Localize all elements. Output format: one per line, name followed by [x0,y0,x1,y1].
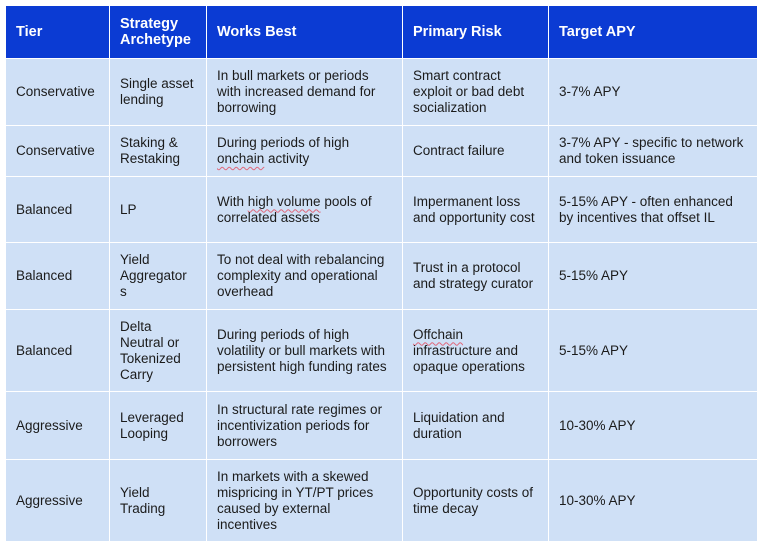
works-best-cell: During periods of high onchain activity [206,125,403,177]
archetype-cell: Yield Trading [109,459,207,542]
table-row: Balanced LP With high volume pools of co… [5,176,758,243]
works-best-text: During periods of high [217,135,350,150]
risk-cell: Impermanent loss and opportunity cost [402,176,549,243]
header-primary-risk: Primary Risk [402,5,549,59]
works-best-cell: In structural rate regimes or incentiviz… [206,391,403,460]
tier-cell: Conservative [5,58,110,126]
header-row: Tier Strategy Archetype Works Best Prima… [5,5,758,59]
apy-cell: 5-15% APY - often enhanced by incentives… [548,176,758,243]
apy-cell: 3-7% APY - specific to network and token… [548,125,758,177]
tier-cell: Aggressive [5,459,110,542]
works-best-cell: With high volume pools of correlated ass… [206,176,403,243]
works-best-cell: To not deal with rebalancing complexity … [206,242,403,310]
header-target-apy: Target APY [548,5,758,59]
tier-cell: Balanced [5,242,110,310]
risk-cell: Offchain infrastructure and opaque opera… [402,309,549,392]
spellcheck-marked-word: Offchain [413,326,464,342]
risk-cell: Trust in a protocol and strategy curator [402,242,549,310]
table-row: Balanced Delta Neutral or Tokenized Carr… [5,309,758,392]
tier-cell: Conservative [5,125,110,177]
table-row: Aggressive Leveraged Looping In structur… [5,391,758,460]
tier-cell: Balanced [5,176,110,243]
works-best-text: activity [264,151,310,166]
risk-cell: Smart contract exploit or bad debt socia… [402,58,549,126]
works-best-text: With [217,193,248,209]
table-row: Conservative Single asset lending In bul… [5,58,758,126]
header-strategy-archetype: Strategy Archetype [109,5,207,59]
apy-cell: 10-30% APY [548,459,758,542]
works-best-text: pools of correlated assets [217,193,372,225]
apy-cell: 3-7% APY [548,58,758,126]
archetype-cell: Yield Aggregator s [109,242,207,310]
works-best-cell: During periods of high volatility or bul… [206,309,403,392]
tier-cell: Aggressive [5,391,110,460]
archetype-cell: Delta Neutral or Tokenized Carry [109,309,207,392]
risk-cell: Contract failure [402,125,549,177]
works-best-cell: In bull markets or periods with increase… [206,58,403,126]
spellcheck-marked-word: high volume [247,193,321,209]
risk-cell: Liquidation and duration [402,391,549,460]
archetype-cell: LP [109,176,207,243]
header-tier: Tier [5,5,110,59]
apy-cell: 5-15% APY [548,309,758,392]
works-best-cell: In markets with a skewed mispricing in Y… [206,459,403,542]
apy-cell: 10-30% APY [548,391,758,460]
table-row: Conservative Staking & Restaking During … [5,125,758,177]
risk-cell: Opportunity costs of time decay [402,459,549,542]
tier-cell: Balanced [5,309,110,392]
archetype-cell: Leveraged Looping [109,391,207,460]
apy-cell: 5-15% APY [548,242,758,310]
risk-text: infrastructure and opaque operations [413,342,525,374]
table-row: Balanced Yield Aggregator s To not deal … [5,242,758,310]
table-row: Aggressive Yield Trading In markets with… [5,459,758,542]
spellcheck-marked-word: onchain [217,151,265,166]
header-works-best: Works Best [206,5,403,59]
strategy-table: Tier Strategy Archetype Works Best Prima… [5,5,758,542]
archetype-cell: Staking & Restaking [109,125,207,177]
archetype-cell: Single asset lending [109,58,207,126]
